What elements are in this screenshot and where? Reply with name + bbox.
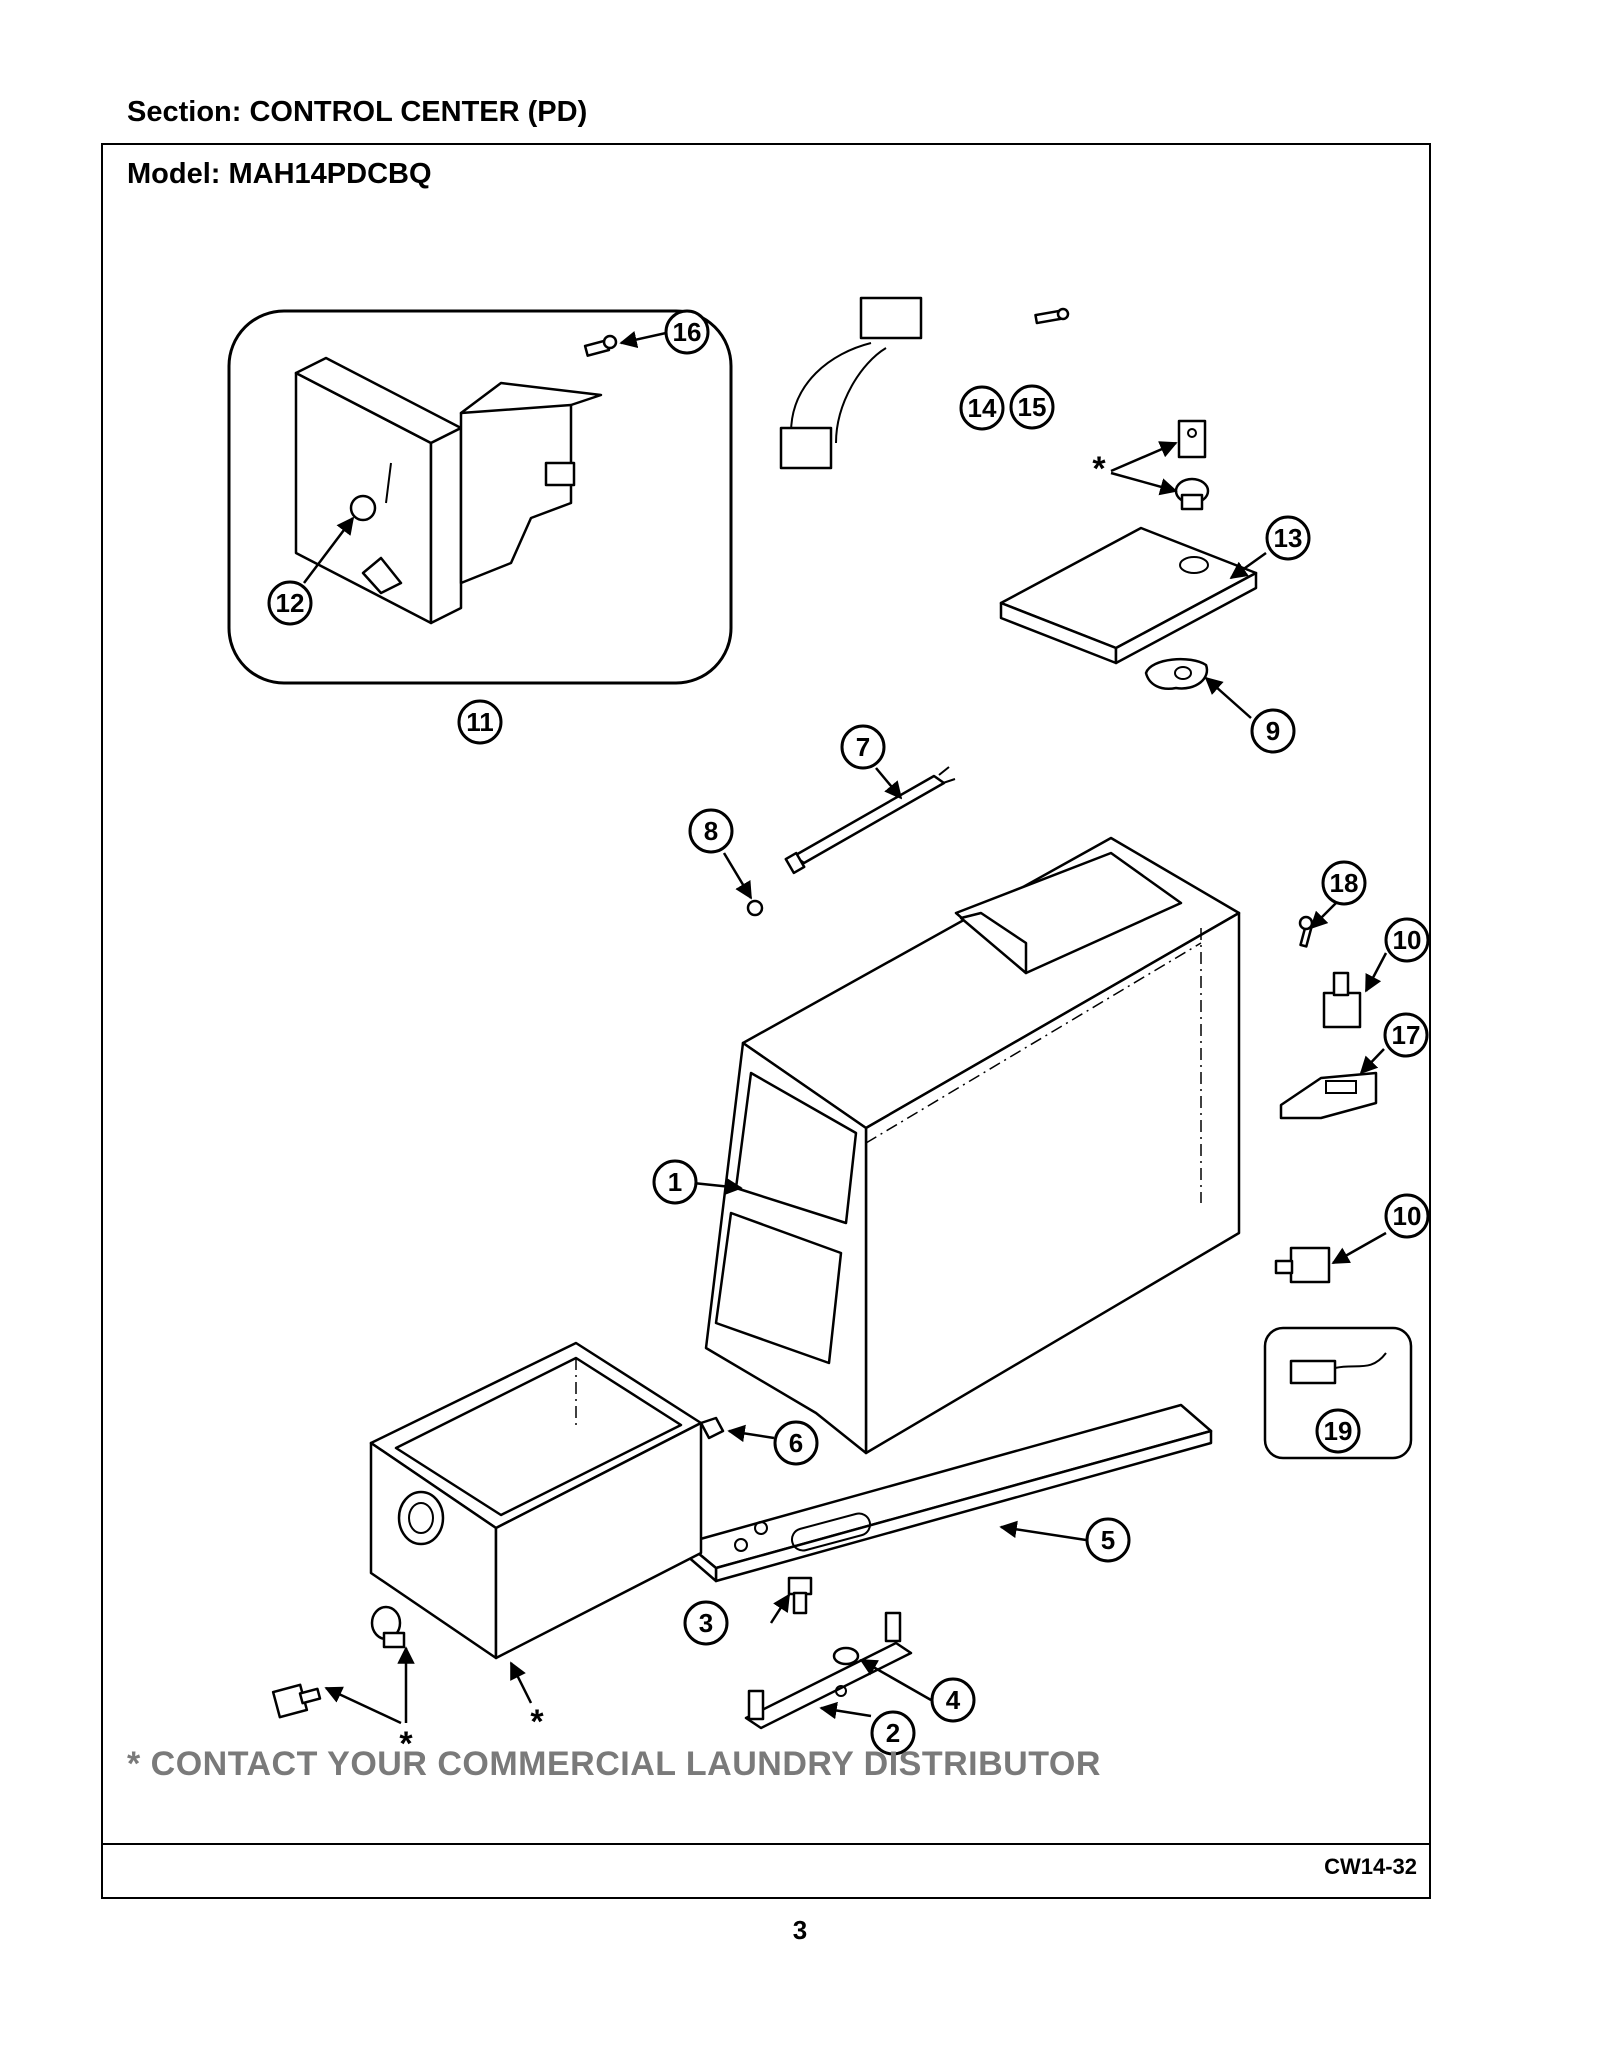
callout-16: 16 bbox=[664, 309, 710, 355]
svg-text:5: 5 bbox=[1101, 1525, 1115, 1555]
svg-text:18: 18 bbox=[1330, 868, 1359, 898]
document-code: CW14-32 bbox=[1324, 1854, 1417, 1879]
coin-box bbox=[369, 1341, 703, 1660]
base-plate bbox=[684, 1403, 1213, 1583]
hex-nut bbox=[699, 1416, 725, 1440]
callout-9: 9 bbox=[1250, 708, 1296, 754]
callout-8: 8 bbox=[688, 808, 734, 854]
callout-1: 1 bbox=[652, 1159, 698, 1205]
footer-divider bbox=[101, 1843, 1431, 1845]
bracket bbox=[744, 1611, 913, 1730]
callout-7: 7 bbox=[840, 724, 886, 770]
asterisk-top: * bbox=[1092, 450, 1106, 488]
bolt bbox=[787, 1576, 813, 1615]
screw-15 bbox=[1034, 307, 1070, 325]
rod bbox=[784, 766, 956, 875]
callout-10-lower: 10 bbox=[1384, 1193, 1430, 1239]
switch-lower bbox=[1274, 1246, 1331, 1284]
callout-3: 3 bbox=[683, 1600, 729, 1646]
svg-text:3: 3 bbox=[699, 1608, 713, 1638]
svg-text:14: 14 bbox=[968, 393, 997, 423]
callout-6: 6 bbox=[773, 1420, 819, 1466]
lock-key-top bbox=[1174, 419, 1210, 511]
callout-5: 5 bbox=[1085, 1517, 1131, 1563]
switch-assembly-upper bbox=[1279, 915, 1378, 1120]
asterisk-box: * bbox=[530, 1703, 544, 1741]
section-title: Section: CONTROL CENTER (PD) bbox=[127, 96, 588, 128]
lid bbox=[999, 526, 1258, 665]
svg-text:7: 7 bbox=[856, 732, 870, 762]
svg-text:8: 8 bbox=[704, 816, 718, 846]
svg-text:10: 10 bbox=[1393, 1201, 1422, 1231]
svg-text:9: 9 bbox=[1266, 716, 1280, 746]
coin-mechanism-inset bbox=[227, 309, 733, 685]
callout-10-upper: 10 bbox=[1384, 917, 1430, 963]
callout-14: 14 bbox=[959, 385, 1005, 431]
wire-harness bbox=[779, 296, 923, 470]
model-title: Model: MAH14PDCBQ bbox=[127, 158, 432, 190]
svg-text:13: 13 bbox=[1274, 523, 1303, 553]
svg-text:19: 19 bbox=[1324, 1416, 1353, 1446]
callout-19: 19 bbox=[1315, 1408, 1361, 1454]
svg-text:15: 15 bbox=[1018, 392, 1047, 422]
asterisk-left: * bbox=[399, 1725, 413, 1763]
page-number: 3 bbox=[792, 1915, 808, 1945]
callout-12: 12 bbox=[267, 580, 313, 626]
svg-text:4: 4 bbox=[946, 1685, 961, 1715]
contact-distributor-note: * CONTACT YOUR COMMERCIAL LAUNDRY DISTRI… bbox=[127, 1745, 1101, 1783]
svg-text:16: 16 bbox=[673, 317, 702, 347]
control-cabinet bbox=[704, 836, 1241, 1455]
star-nut bbox=[746, 899, 764, 917]
lock-cylinder-bottom bbox=[370, 1605, 406, 1649]
svg-text:10: 10 bbox=[1393, 925, 1422, 955]
cam bbox=[1144, 658, 1209, 690]
diagram-frame bbox=[101, 143, 1431, 1899]
callout-17: 17 bbox=[1383, 1012, 1429, 1058]
wire-connector-inset bbox=[1263, 1326, 1413, 1460]
svg-text:2: 2 bbox=[886, 1718, 900, 1748]
callout-13: 13 bbox=[1265, 515, 1311, 561]
callout-2: 2 bbox=[870, 1710, 916, 1756]
svg-text:11: 11 bbox=[466, 707, 494, 737]
svg-text:17: 17 bbox=[1392, 1020, 1421, 1050]
svg-text:1: 1 bbox=[668, 1167, 682, 1197]
callout-11: 11 bbox=[457, 699, 503, 745]
exploded-parts-diagram: * bbox=[227, 296, 1430, 1763]
callout-4: 4 bbox=[930, 1677, 976, 1723]
callout-15: 15 bbox=[1009, 384, 1055, 430]
callout-18: 18 bbox=[1321, 860, 1367, 906]
lock-key-bottom bbox=[271, 1683, 322, 1719]
svg-text:12: 12 bbox=[276, 588, 305, 618]
svg-text:6: 6 bbox=[789, 1428, 803, 1458]
